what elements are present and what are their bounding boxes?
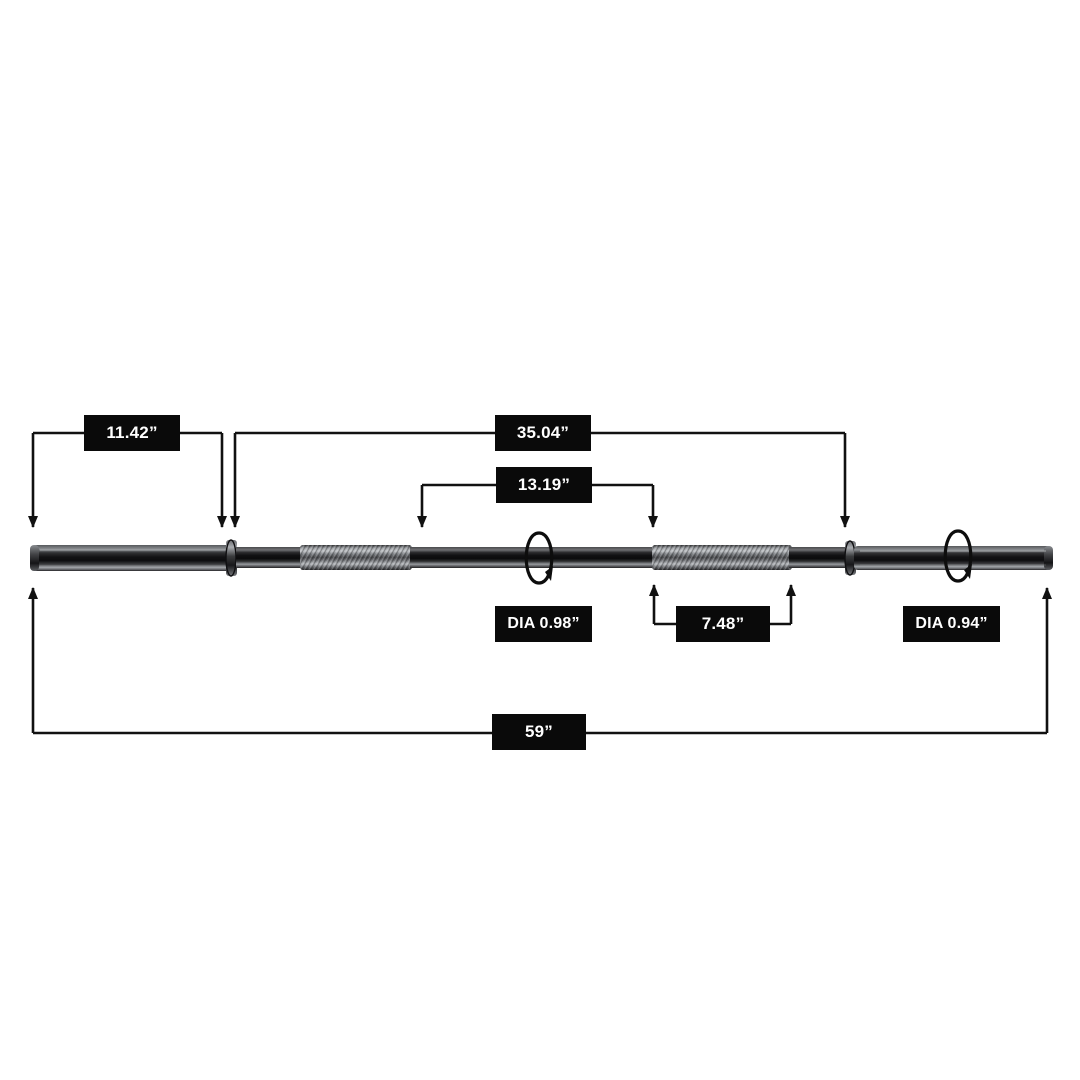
barbell-right-sleeve: [854, 546, 1053, 570]
barbell-shaft-center: [410, 547, 656, 568]
barbell-right-knurl: [652, 545, 792, 570]
barbell-left-knurl: [300, 545, 412, 570]
barbell-left-sleeve: [30, 545, 232, 571]
dimension-label-13-19: 13.19”: [496, 467, 592, 503]
barbell-left-collar: [225, 539, 237, 577]
barbell-illustration: [30, 539, 1053, 577]
barbell-shaft-left: [236, 547, 304, 568]
shaft-rotation-icon: [524, 531, 554, 585]
dimension-label-59: 59”: [492, 714, 586, 750]
dimension-label-7-48: 7.48”: [676, 606, 770, 642]
barbell-shaft-right: [789, 547, 852, 568]
callout-label-shaft-diameter: DIA 0.98”: [495, 606, 592, 642]
dimension-label-35-04: 35.04”: [495, 415, 591, 451]
dimension-label-11-42: 11.42”: [84, 415, 180, 451]
callout-label-sleeve-diameter: DIA 0.94”: [903, 606, 1000, 642]
sleeve-rotation-icon: [943, 529, 973, 583]
